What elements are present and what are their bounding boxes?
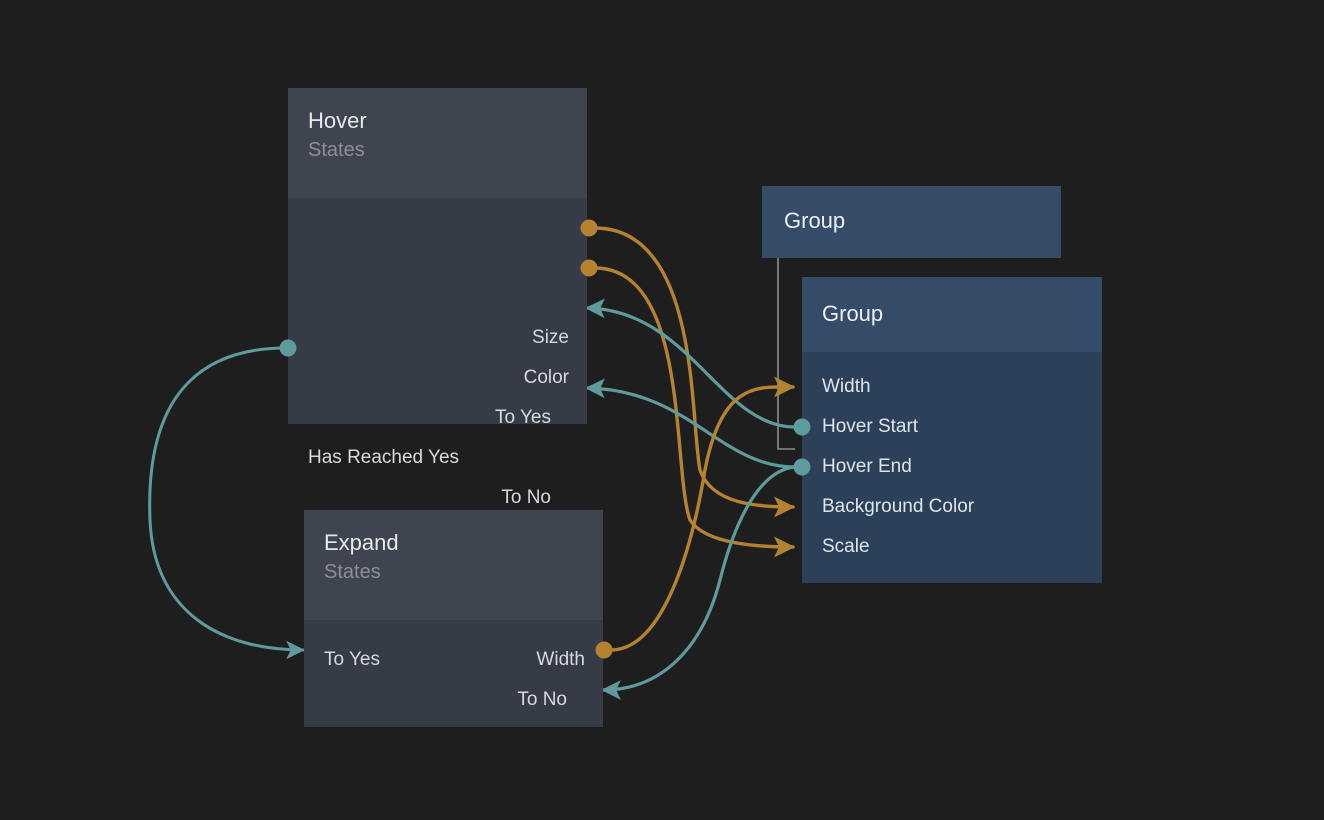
port-expand-to-yes[interactable]: To Yes: [324, 650, 380, 670]
edge-hover-end-to-expand-to-no: [601, 465, 797, 700]
node-group-title: Group: [822, 301, 884, 326]
port-label: Scale: [822, 536, 870, 557]
port-hover-has-reached-yes[interactable]: Has Reached Yes: [308, 448, 459, 468]
node-hover-title: Hover: [308, 108, 367, 133]
edge-hover-start-to-to-yes: [585, 298, 797, 429]
node-group-banner[interactable]: Group: [762, 186, 1061, 258]
node-expand-header[interactable]: Expand States: [304, 510, 603, 620]
port-expand-to-no[interactable]: To No: [517, 690, 567, 710]
port-group-width[interactable]: Width: [822, 377, 871, 397]
node-expand-body: To Yes Width To No: [304, 620, 603, 727]
port-label: To No: [501, 487, 551, 508]
port-hover-to-yes[interactable]: To Yes: [495, 408, 551, 428]
edge-expand-width-to-group-width: [609, 376, 796, 652]
node-hover-header[interactable]: Hover States: [288, 88, 587, 198]
node-group-body: Width Hover Start Hover End Background C…: [802, 352, 1102, 583]
port-group-hover-end[interactable]: Hover End: [822, 457, 912, 477]
port-label: Color: [523, 367, 569, 388]
port-label: To Yes: [324, 649, 380, 670]
node-hover-subtitle: States: [308, 139, 365, 161]
port-label: To Yes: [495, 407, 551, 428]
node-group-header[interactable]: Group: [802, 277, 1102, 352]
edge-has-reached-yes-to-expand-to-yes: [148, 346, 305, 660]
node-expand-subtitle: States: [324, 561, 381, 583]
node-hover-body: Size Color To Yes Has Reached Yes To No: [288, 198, 587, 508]
port-label: Width: [536, 649, 585, 670]
node-hover[interactable]: Hover States Size Color To Yes Has Reach…: [288, 88, 587, 508]
port-label: Width: [822, 376, 871, 397]
node-group[interactable]: Group Width Hover Start Hover End Backgr…: [802, 277, 1102, 583]
port-group-hover-start[interactable]: Hover Start: [822, 417, 918, 437]
port-label: To No: [517, 689, 567, 710]
edge-size-to-background-color: [593, 226, 796, 518]
port-hover-size[interactable]: Size: [532, 328, 569, 348]
node-expand[interactable]: Expand States To Yes Width To No: [304, 510, 603, 727]
edge-hover-end-to-to-no: [585, 378, 797, 469]
port-label: Has Reached Yes: [308, 447, 460, 468]
port-expand-width[interactable]: Width: [536, 650, 585, 670]
port-hover-color[interactable]: Color: [524, 368, 569, 388]
port-group-background-color[interactable]: Background Color: [822, 497, 974, 517]
edge-color-to-scale: [593, 266, 796, 558]
port-label: Background Color: [822, 496, 975, 517]
edge-group-link: [777, 258, 795, 450]
node-expand-title: Expand: [324, 530, 399, 555]
port-hover-to-no[interactable]: To No: [501, 488, 551, 508]
port-group-scale[interactable]: Scale: [822, 537, 870, 557]
port-label: Hover Start: [822, 416, 919, 437]
port-label: Hover End: [822, 456, 912, 477]
node-group-banner-title: Group: [784, 208, 846, 233]
port-label: Size: [532, 327, 569, 348]
